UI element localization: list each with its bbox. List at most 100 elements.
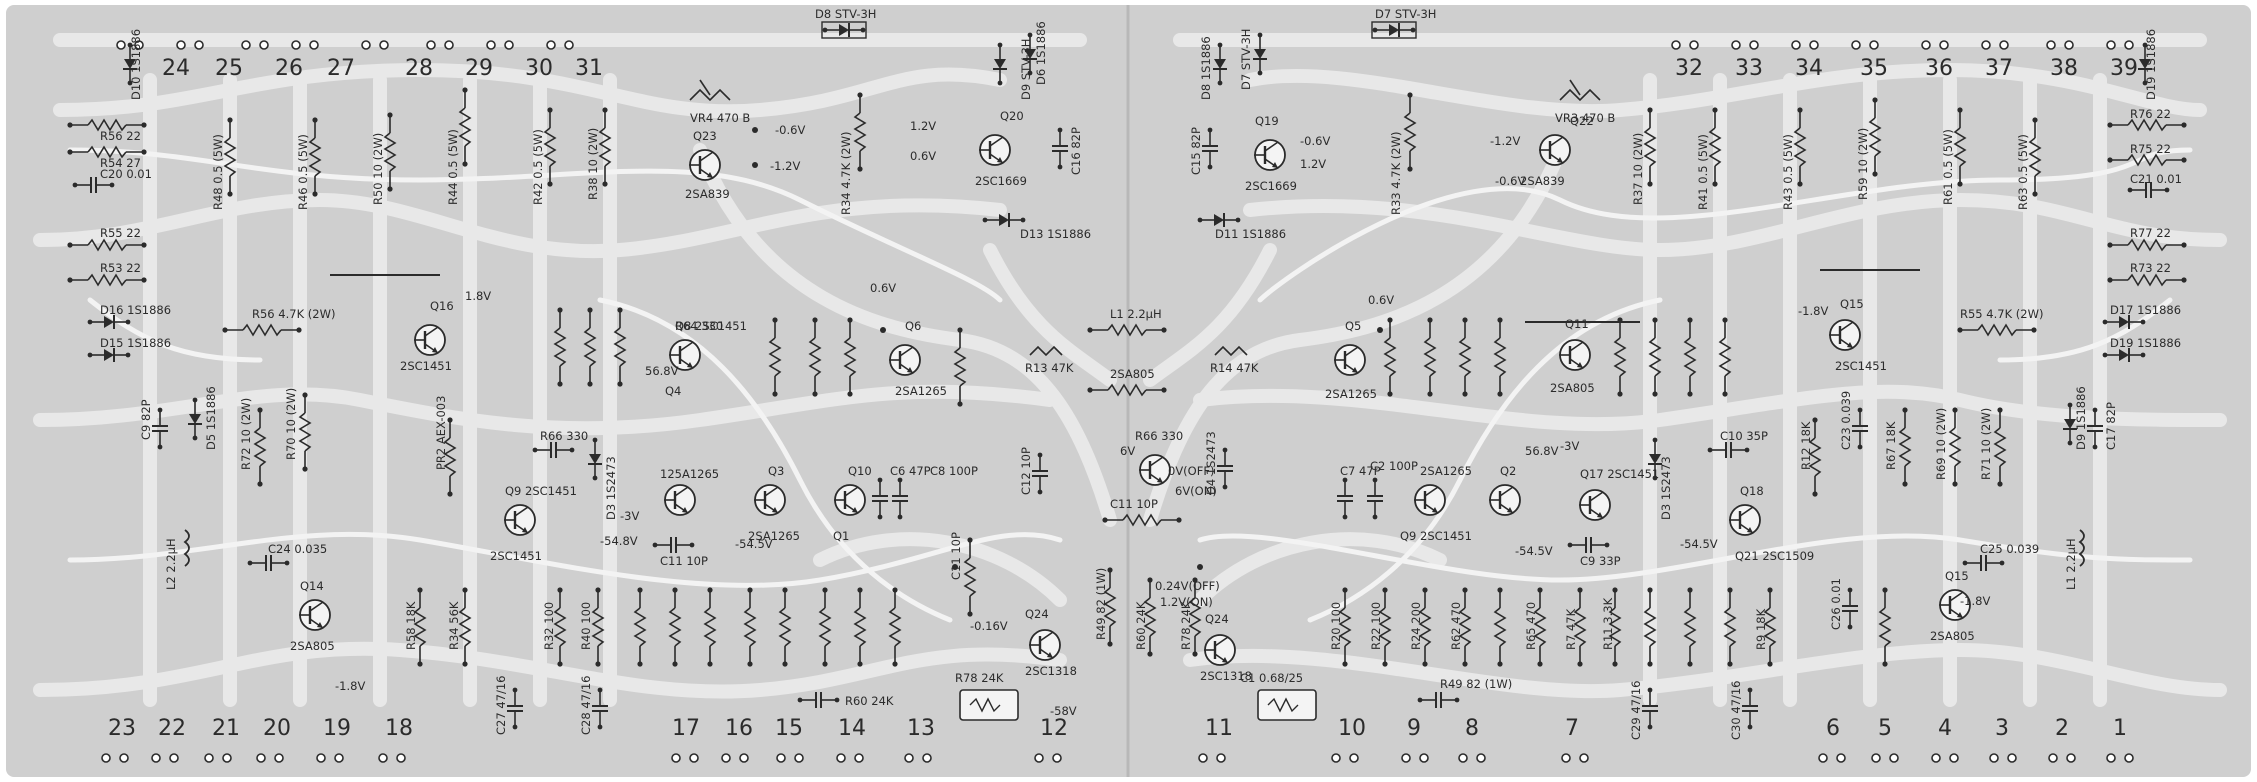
pad-number: 11	[1205, 716, 1233, 741]
component-label: R78 24K	[1179, 601, 1193, 650]
component-label: D3 1S2473	[604, 456, 618, 520]
pad-number: 4	[1938, 716, 1952, 741]
voltage-label: 56.8V	[1525, 444, 1559, 458]
voltage-label: -54.5V	[1515, 544, 1553, 558]
voltage-label: -0.6V	[1495, 174, 1525, 188]
component-label: Q11	[1565, 317, 1589, 331]
component-label: Q21 2SC1509	[1735, 549, 1814, 563]
voltage-label: 6V(ON)	[1175, 484, 1217, 498]
component-label: D10 1S1886	[129, 29, 143, 100]
component-label: 2SC1318	[1025, 664, 1077, 678]
pad-number: 29	[465, 56, 493, 81]
voltage-label: 1.2V	[910, 119, 936, 133]
component-label: C20 0.01	[100, 167, 152, 181]
component-label: 2SC1318	[1200, 669, 1252, 683]
voltage-label: 6V	[1120, 444, 1135, 458]
component-label: Q4	[665, 384, 681, 398]
component-label: Q17 2SC1451	[1580, 467, 1659, 481]
component-label: R62 470	[1449, 602, 1463, 650]
voltage-label: -0.6V	[1300, 134, 1330, 148]
component-label: R12 18K	[1799, 421, 1813, 470]
component-label: C7 47P	[1340, 464, 1381, 478]
pad-number: 24	[162, 56, 190, 81]
bottom-connector-row: 23 22 21 20 19 18 17 16 15 14 13 12 11 1…	[101, 716, 2134, 763]
component-label: Q9 2SC1451	[1400, 529, 1472, 543]
component-label: D4 1S2473	[1204, 431, 1218, 495]
component-label: 2SA805	[1550, 381, 1595, 395]
pad-number: 8	[1465, 716, 1479, 741]
pad-number: 3	[1995, 716, 2009, 741]
component-label: R48 0.5 (5W)	[211, 134, 225, 210]
pad-number: 18	[385, 716, 413, 741]
component-label: C27 47/16	[494, 676, 508, 735]
pad-number: 20	[263, 716, 291, 741]
component-label: 125A1265	[660, 467, 719, 481]
component-label: R73 22	[2130, 261, 2171, 275]
component-label: D15 1S1886	[100, 336, 171, 350]
component-label: 2SA805	[290, 639, 335, 653]
voltage-label: -54.5V	[1680, 537, 1718, 551]
component-label: D9 STV-3H	[1019, 39, 1033, 100]
component-label: R66 330	[540, 429, 588, 443]
pad-number: 28	[405, 56, 433, 81]
voltage-label: -1.2V	[770, 159, 800, 173]
left-channel-components: D10 1S1886 R56 22 R54 27 C20 0.01 R55 22…	[66, 7, 1091, 735]
voltage-label: 1.2V(ON)	[1160, 595, 1213, 609]
component-label: 2SC1669	[1245, 179, 1297, 193]
component-label: R33 4.7K (2W)	[1389, 132, 1403, 215]
voltage-label: 0.24V(OFF)	[1155, 579, 1220, 593]
component-label: Q8 2SC1451	[675, 319, 747, 333]
component-label: R60 24K	[1134, 601, 1148, 650]
component-label: D7 STV-3H	[1375, 7, 1436, 21]
pad-number: 19	[323, 716, 351, 741]
pad-number: 31	[575, 56, 603, 81]
component-label: C8 100P	[930, 464, 978, 478]
component-label: Q6	[905, 319, 921, 333]
pad-number: 2	[2055, 716, 2069, 741]
pad-number: 15	[775, 716, 803, 741]
component-label: R70 10 (2W)	[284, 388, 298, 460]
voltage-label: 0V(OFF)	[1168, 464, 1214, 478]
pad-number: 39	[2110, 56, 2138, 81]
component-label: R60 24K	[845, 694, 894, 708]
component-label: R55 4.7K (2W)	[1960, 307, 2043, 321]
component-label: R54 27	[100, 156, 141, 170]
top-connector-row: 24 25 26 27 28 29 30 31 32 33 34 35 36 3…	[116, 40, 2138, 81]
voltage-annotations: -0.6V -1.2V 1.2V 0.6V -0.6V 1.2V -1.2V -…	[335, 119, 1990, 718]
component-label: Q15	[1945, 569, 1969, 583]
component-label: C11 10P	[1110, 497, 1158, 511]
voltage-label: 0.6V	[910, 149, 936, 163]
component-label: 2SA1265	[1420, 464, 1472, 478]
copper-traces	[33, 33, 2227, 707]
pad-number: 17	[672, 716, 700, 741]
component-label: R49 82 (1W)	[1094, 568, 1108, 640]
pad-number: 22	[158, 716, 186, 741]
voltage-label: -1.2V	[1490, 134, 1520, 148]
component-label: 2SC1451	[1835, 359, 1887, 373]
component-label: R58 18K	[404, 601, 418, 650]
component-label: R72 10 (2W)	[239, 398, 253, 470]
component-label: R24 200	[1409, 602, 1423, 650]
component-label: R56 4.7K (2W)	[252, 307, 335, 321]
component-label: 2SA805	[1930, 629, 1975, 643]
component-label: Q15	[1840, 297, 1864, 311]
component-label: C1 0.68/25	[1240, 671, 1303, 685]
component-label: 2SC1451	[490, 549, 542, 563]
pad-number: 12	[1040, 716, 1068, 741]
component-label: Q23	[693, 129, 717, 143]
component-label: Q24	[1205, 612, 1229, 626]
component-label: C12 10P	[1019, 447, 1033, 495]
component-label: Q14	[300, 579, 324, 593]
component-label: Q3	[768, 464, 784, 478]
pad-number: 32	[1675, 56, 1703, 81]
component-label: L1 2.2µH	[1110, 307, 1162, 321]
component-label: C16 82P	[1069, 127, 1083, 175]
voltage-label: -1.8V	[335, 679, 365, 693]
component-label: 2SA839	[685, 187, 730, 201]
component-label: R67 18K	[1884, 421, 1898, 470]
component-label: R7 47K	[1564, 608, 1578, 650]
component-label: R56 22	[100, 129, 141, 143]
inductor-l1	[2078, 529, 2085, 567]
pad-number: 1	[2113, 716, 2127, 741]
component-label: L1 2.2µH	[2064, 538, 2078, 590]
